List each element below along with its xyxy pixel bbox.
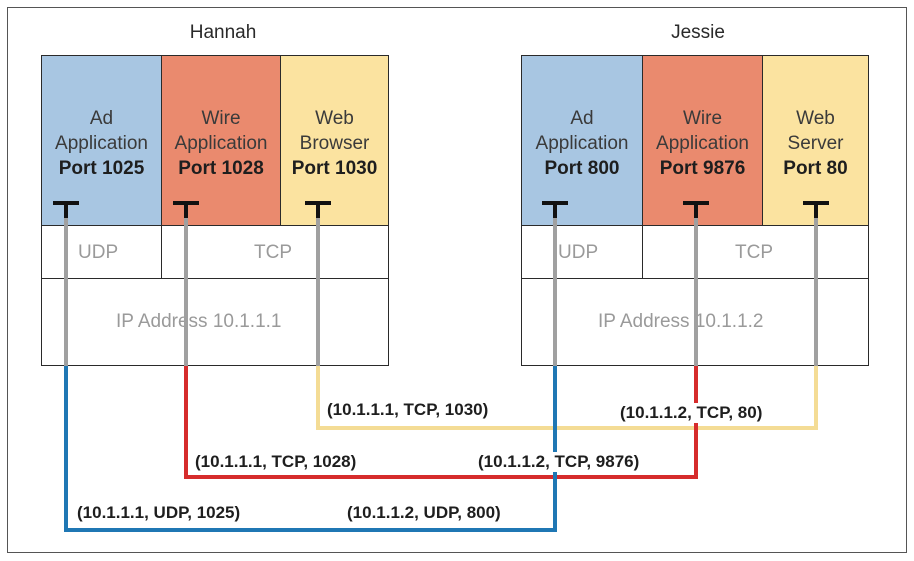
app-port: Port 1025	[58, 158, 145, 179]
app-label-line2: Application	[656, 133, 749, 154]
hannah-udp-layer: UDP	[41, 225, 162, 279]
ip-address-label: IP Address 10.1.1.1	[116, 311, 282, 332]
app-port: Port 9876	[659, 158, 746, 179]
hannah-wire-application: Wire Application Port 1028	[161, 55, 281, 226]
tuple-web-hannah: (10.1.1.1, TCP, 1030)	[324, 400, 492, 420]
hannah-web-browser: Web Browser Port 1030	[280, 55, 389, 226]
web-connection-line	[316, 366, 818, 430]
app-label-line1: Wire	[201, 108, 241, 129]
tuple-wire-jessie: (10.1.1.2, TCP, 9876)	[475, 452, 643, 472]
tuple-wire-hannah: (10.1.1.1, TCP, 1028)	[192, 452, 360, 472]
ad-connection-line	[64, 366, 557, 532]
app-port: Port 1030	[291, 158, 378, 179]
app-label-line1: Ad	[89, 108, 114, 129]
app-label-line2: Browser	[299, 133, 370, 154]
jessie-tcp-layer: TCP	[642, 225, 869, 279]
app-label-line2: Application	[55, 133, 148, 154]
app-label-line2: Server	[787, 133, 844, 154]
app-port: Port 800	[544, 158, 620, 179]
udp-label: UDP	[78, 242, 119, 263]
jessie-udp-layer: UDP	[521, 225, 643, 279]
jessie-ad-application: Ad Application Port 800	[521, 55, 643, 226]
host-name-hannah: Hannah	[189, 22, 257, 43]
app-port: Port 80	[783, 158, 848, 179]
app-label-line2: Application	[174, 133, 268, 154]
tcp-label: TCP	[254, 242, 292, 263]
app-label-line1: Web	[315, 108, 354, 129]
tcp-label: TCP	[735, 242, 773, 263]
tuple-ad-jessie: (10.1.1.2, UDP, 800)	[344, 503, 504, 523]
app-label-line1: Wire	[682, 108, 723, 129]
hannah-tcp-layer: TCP	[161, 225, 389, 279]
hannah-ip-layer: IP Address 10.1.1.1	[41, 278, 389, 366]
app-port: Port 1028	[178, 158, 264, 179]
app-label-line1: Ad	[570, 108, 594, 129]
tuple-web-jessie: (10.1.1.2, TCP, 80)	[617, 403, 766, 423]
host-name-jessie: Jessie	[671, 22, 725, 43]
ip-address-label: IP Address 10.1.1.2	[598, 311, 764, 332]
app-label-line2: Application	[535, 133, 629, 154]
app-label-line1: Web	[796, 108, 835, 129]
udp-label: UDP	[558, 242, 599, 263]
jessie-wire-application: Wire Application Port 9876	[642, 55, 763, 226]
jessie-web-server: Web Server Port 80	[762, 55, 869, 226]
tuple-ad-hannah: (10.1.1.1, UDP, 1025)	[74, 503, 244, 523]
